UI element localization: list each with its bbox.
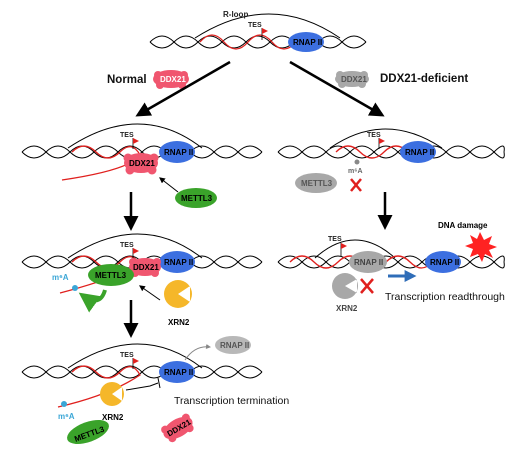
ddx21-protein: [153, 70, 189, 89]
xrn2-label: XRN2: [336, 304, 358, 313]
mettl3-protein: [67, 419, 109, 445]
tes-flag-icon: [132, 138, 139, 149]
rna-strand: [61, 145, 141, 181]
ddx21-protein: [129, 258, 161, 277]
m6a-mark: [61, 401, 67, 407]
tes-flag-icon: [132, 358, 139, 369]
ddx21-inactive-protein: [335, 71, 369, 88]
mettl3-protein: [175, 188, 217, 208]
ddx21-deficient-label: DDX21-deficient: [380, 73, 468, 85]
mettl3-label: METTL3: [181, 194, 213, 203]
rnap-ii: [288, 32, 324, 52]
dna-damage-icon: [465, 232, 497, 262]
mettl3-protein: [88, 264, 134, 286]
mettl3-inactive-protein: [295, 173, 337, 193]
top-panel: R-loop TES RNAP II Normal DDX21 DDX21 DD…: [107, 10, 468, 117]
xrn2-label: XRN2: [102, 413, 124, 422]
left-panel-3: TES RNAP II RNAP II m⁶A XRN2 Transcripti…: [21, 336, 289, 445]
rnap-ii-released: [215, 336, 251, 354]
m6a-mark: [354, 159, 360, 165]
dna-damage-label: DNA damage: [438, 221, 488, 230]
r-loop-arc: [67, 343, 203, 369]
r-loop-label: R-loop: [223, 10, 248, 19]
rnap-ii-label: RNAP II: [164, 258, 193, 267]
block-x-icon: [350, 178, 362, 192]
tes-flag-icon: [378, 138, 385, 149]
block-x-icon: [360, 278, 374, 294]
dna-helix: [277, 255, 505, 269]
release-arrow: [184, 343, 211, 361]
m6a-label: m⁶A: [348, 168, 363, 175]
ddx21-inactive-label: DDX21: [341, 75, 367, 84]
normal-label: Normal: [107, 74, 147, 86]
mettl3-inactive-label: METTL3: [301, 179, 333, 188]
tes-label: TES: [120, 242, 134, 249]
m6a-label: m⁶A: [52, 273, 69, 282]
rna-strand: [199, 34, 297, 50]
tes-label: TES: [120, 352, 134, 359]
rnap-ii-label: RNAP II: [430, 258, 459, 267]
left-panel-1: TES RNAP II DDX21 METTL3: [21, 123, 263, 231]
tes-flag-icon: [132, 248, 139, 259]
rnap-ii: [159, 361, 195, 383]
arrow-to-normal: [135, 60, 231, 117]
rnap-ii: [159, 251, 195, 273]
dna-helix: [277, 145, 505, 159]
xrn2-label: XRN2: [168, 318, 190, 327]
m6a-mark: [72, 285, 78, 291]
r-loop-arc: [314, 239, 396, 259]
recruit-arrow: [159, 177, 179, 193]
rnap-ii-released-label: RNAP II: [220, 341, 249, 350]
xrn2-inactive-protein: [332, 273, 358, 299]
rnap-ii-label: RNAP II: [405, 148, 434, 157]
tes-label: TES: [248, 22, 262, 29]
right-panel-1: TES RNAP II m⁶A METTL3: [277, 128, 505, 230]
mettl3-label: METTL3: [95, 271, 127, 280]
tes-flag-icon: [261, 28, 268, 40]
rnap-ii-label: RNAP II: [164, 148, 193, 157]
right-panel-2: TES RNAP II RNAP II DNA damage XRN2 Tran…: [277, 221, 505, 313]
rnap-ii-label: RNAP II: [164, 368, 193, 377]
rnap-ii-label: RNAP II: [293, 38, 322, 47]
rnap-ii: [400, 141, 436, 163]
tes-flag-icon: [340, 243, 347, 256]
r-loop-arc: [67, 123, 203, 149]
rna-strand: [335, 145, 409, 159]
xrn2-protein: [164, 280, 192, 308]
tes-label: TES: [367, 132, 381, 139]
rnap-ii-stalled: [349, 251, 387, 273]
tes-label: TES: [120, 132, 134, 139]
ddx21-label: DDX21: [129, 159, 155, 168]
ddx21-label: DDX21: [133, 263, 159, 272]
termination-inhibition-icon: [125, 377, 161, 391]
m6a-label: m⁶A: [58, 412, 75, 421]
dna-helix: [21, 145, 263, 159]
ddx21-protein: [123, 153, 159, 175]
r-loop-arc: [194, 13, 341, 39]
rnap-ii-stalled-label: RNAP II: [354, 258, 383, 267]
arrow-to-deficient: [289, 60, 385, 117]
rnap-ii: [425, 251, 461, 273]
termination-label: Transcription termination: [174, 395, 289, 407]
methylation-arrow: [78, 289, 107, 313]
r-loop-arc: [329, 128, 443, 149]
xrn2-protein: [100, 382, 124, 406]
dna-helix: [21, 365, 263, 379]
ddx21-label: DDX21: [160, 75, 186, 84]
readthrough-label: Transcription readthrough: [385, 291, 505, 303]
rnap-ii: [159, 141, 195, 163]
dna-helix: [149, 35, 367, 49]
tes-label: TES: [328, 236, 342, 243]
left-panel-2: TES RNAP II DDX21 METTL3 m⁶A XRN2: [21, 233, 263, 338]
r-loop-arc: [67, 233, 203, 259]
ddx21-protein: DDX21: [161, 413, 194, 443]
recruit-arrow: [139, 285, 161, 301]
